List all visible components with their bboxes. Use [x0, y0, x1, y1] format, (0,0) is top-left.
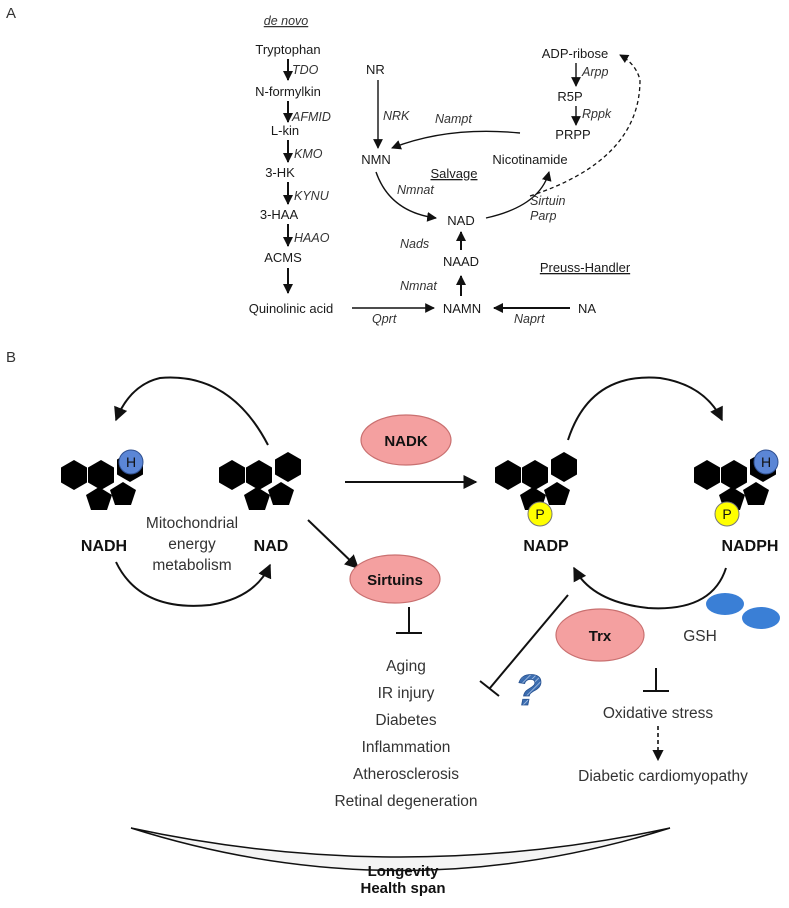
sirtuins-label: Sirtuins — [367, 572, 423, 589]
nad-molecule — [219, 452, 301, 510]
adp-ribose-dashed-arrow — [529, 54, 641, 197]
parp-label: Parp — [530, 209, 556, 223]
tdo-label: TDO — [292, 63, 319, 77]
nr-label: NR — [366, 62, 385, 77]
3haa-label: 3-HAA — [260, 207, 299, 222]
lkin-label: L-kin — [271, 123, 299, 138]
nadph-disease-inhibit-bar — [479, 680, 500, 697]
de-novo-title: de novo — [264, 14, 309, 28]
mito-line2: energy — [168, 536, 216, 553]
preiss-handler-pathway: Nads NAAD Nmnat NAMN Naprt NA Preuss-Han… — [400, 231, 631, 326]
gsh-blob-1 — [706, 593, 744, 615]
question-mark-icon: ? — [515, 666, 542, 715]
disease-item: IR injury — [378, 685, 435, 702]
naprt-label: Naprt — [514, 312, 545, 326]
r5p-label: R5P — [557, 89, 582, 104]
salvage-title: Salvage — [431, 166, 478, 181]
longevity-bowl — [130, 827, 671, 872]
nicotinamide-label: Nicotinamide — [492, 152, 567, 167]
nadp-p-badge: P — [527, 501, 553, 527]
oxidative-stress-label: Oxidative stress — [603, 705, 714, 722]
svg-text:P: P — [722, 506, 731, 522]
nampt-label: Nampt — [435, 112, 472, 126]
svg-text:P: P — [535, 506, 544, 522]
naad-label: NAAD — [443, 254, 479, 269]
arpp-label: Arpp — [581, 65, 608, 79]
sirtuin-label: Sirtuin — [530, 194, 565, 208]
nadp-label: NADP — [523, 538, 569, 555]
nampt-arrow — [391, 130, 521, 150]
preuss-handler-title: Preuss-Handler — [540, 260, 631, 275]
nadh-label: NADH — [81, 538, 127, 555]
longevity-label: Longevity — [368, 863, 439, 880]
nad-a-label: NAD — [447, 213, 474, 228]
namn-label: NAMN — [443, 301, 481, 316]
trx-label: Trx — [589, 628, 612, 645]
kynu-label: KYNU — [294, 189, 330, 203]
nadph-disease-inhibit-line — [489, 594, 569, 689]
adp-ribose-label: ADP-ribose — [542, 46, 608, 61]
nadph-p-badge: P — [714, 501, 740, 527]
afmid-label: AFMID — [291, 110, 331, 124]
nadk-enzyme — [360, 414, 452, 466]
de-novo-pathway: Tryptophan TDO N-formylkin AFMID L-kin K… — [249, 42, 435, 326]
na-label: NA — [578, 301, 596, 316]
haao-label: HAAO — [294, 231, 330, 245]
disease-item: Inflammation — [362, 739, 451, 756]
mito-line1: Mitochondrial — [146, 515, 238, 532]
sirtuins-enzyme — [349, 554, 441, 604]
qprt-label: Qprt — [372, 312, 397, 326]
nadh-h-badge: H — [118, 449, 144, 475]
nmnat-salvage-label: Nmnat — [397, 183, 434, 197]
nad-label: NAD — [254, 538, 289, 555]
prpp-label: PRPP — [555, 127, 590, 142]
nadph-label: NADPH — [722, 538, 779, 555]
kmo-label: KMO — [294, 147, 323, 161]
nadph-to-nadp-arc — [573, 566, 727, 610]
disease-item: Diabetes — [375, 712, 436, 729]
nadph-h-badge: H — [753, 449, 779, 475]
nformylkin-label: N-formylkin — [255, 84, 321, 99]
healthspan-label: Health span — [360, 880, 445, 897]
disease-item: Aging — [386, 658, 426, 675]
parp-sirtuin-arrow — [485, 171, 552, 219]
nmnat-ph-label: Nmnat — [400, 279, 437, 293]
3hk-label: 3-HK — [265, 165, 295, 180]
mito-line3: metabolism — [152, 557, 231, 574]
panel-b-label: B — [6, 349, 16, 366]
cardiomyopathy-label: Diabetic cardiomyopathy — [578, 768, 748, 785]
nadk-label: NADK — [384, 433, 427, 450]
nmnat-salvage-arrow — [375, 171, 437, 222]
panel-a-label: A — [6, 5, 16, 22]
nads-label: Nads — [400, 237, 429, 251]
acms-label: ACMS — [264, 250, 302, 265]
nadp-to-nadph-arc — [567, 376, 723, 441]
quinolinic-label: Quinolinic acid — [249, 301, 334, 316]
svg-text:H: H — [761, 454, 771, 470]
disease-item: Retinal degeneration — [334, 793, 477, 810]
nrk-label: NRK — [383, 109, 410, 123]
rppk-label: Rppk — [582, 107, 612, 121]
disease-list: Aging IR injury Diabetes Inflammation At… — [334, 658, 477, 810]
salvage-pathway: NR NRK NMN Nampt Nicotinamide Salvage Nm… — [361, 46, 641, 228]
nmn-label: NMN — [361, 152, 391, 167]
nad-to-sirtuins-arrow — [307, 519, 360, 569]
trx-enzyme — [555, 608, 645, 662]
gsh-label: GSH — [683, 628, 717, 645]
tryptophan-label: Tryptophan — [255, 42, 320, 57]
nad-to-nadh-arc — [114, 376, 269, 446]
gsh-blob-2 — [742, 607, 780, 629]
disease-item: Atherosclerosis — [353, 766, 459, 783]
svg-text:H: H — [126, 454, 136, 470]
nadp-molecule — [495, 452, 577, 510]
nadh-to-nad-arc — [115, 561, 272, 607]
